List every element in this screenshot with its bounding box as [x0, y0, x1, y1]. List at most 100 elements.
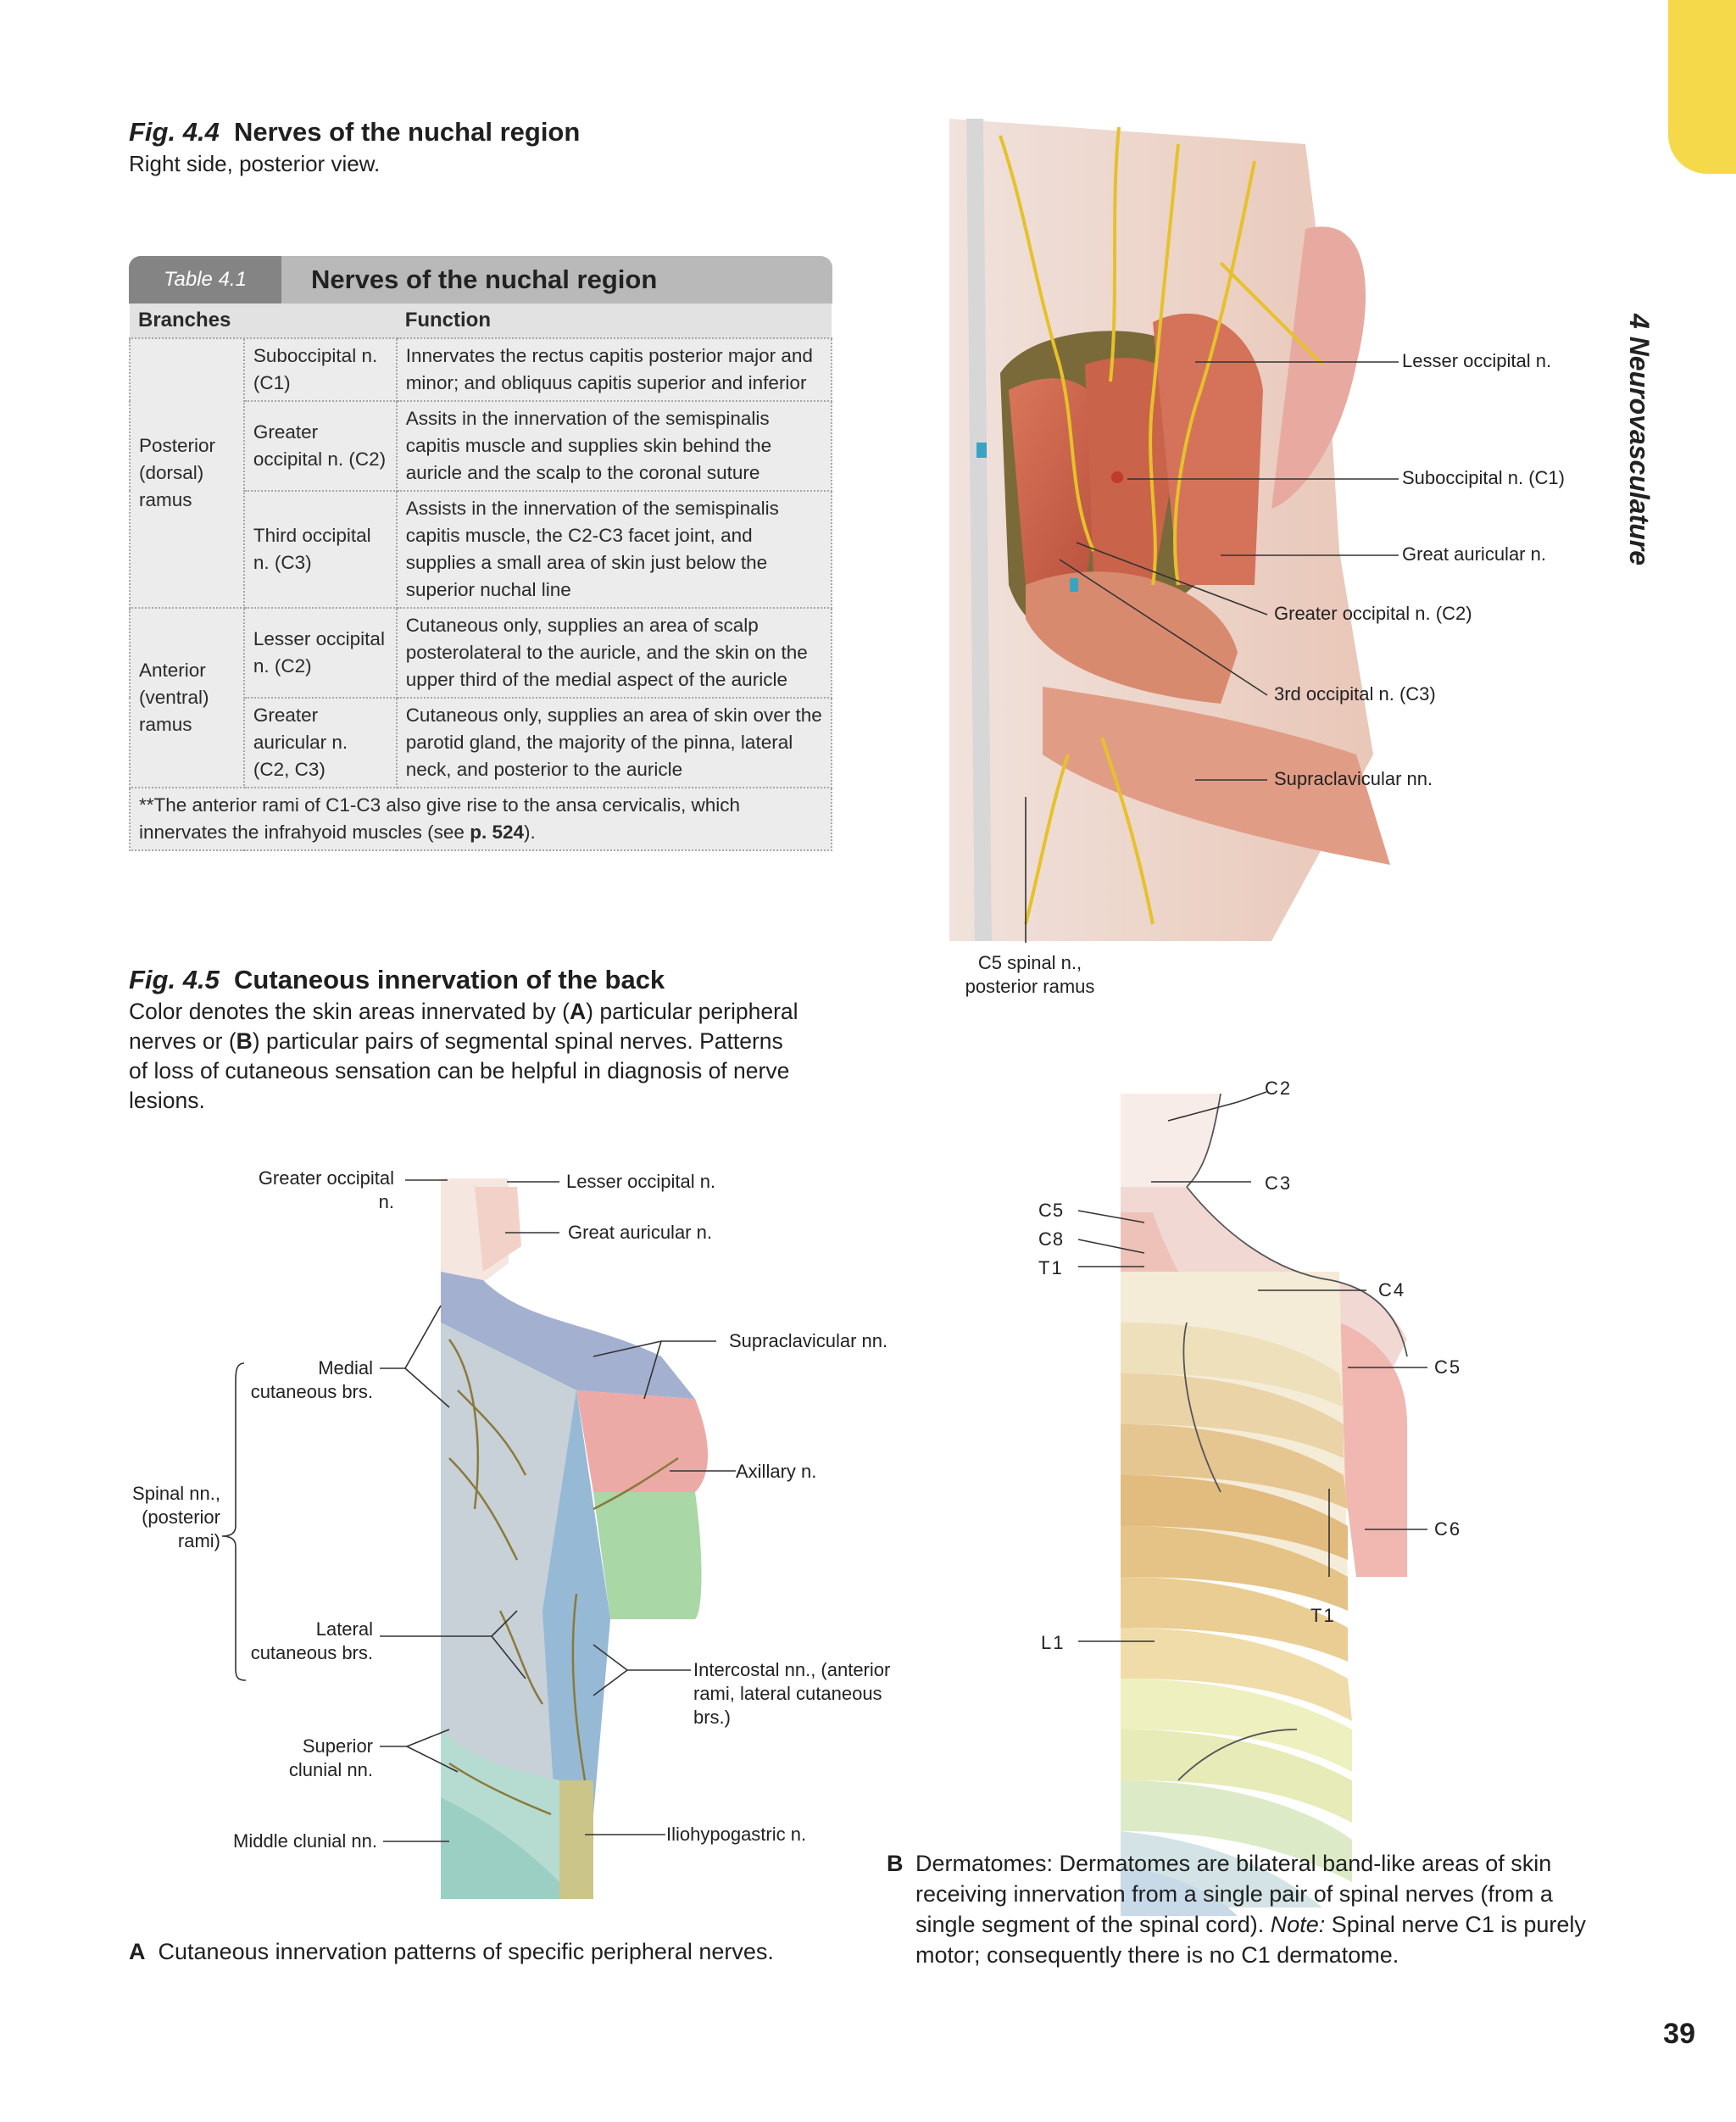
caption-b-text: Dermatomes: Dermatomes are bilateral ban… — [915, 1851, 1586, 1968]
b-label-c4: C4 — [1378, 1279, 1406, 1300]
function-cell: Assits in the innervation of the semispi… — [395, 400, 833, 492]
table-row: Anterior (ventral) ramus Lesser occipita… — [129, 607, 833, 788]
caption-a: A Cutaneous innervation patterns of spec… — [129, 1936, 892, 1967]
caption-a-text: Cutaneous innervation patterns of specif… — [158, 1939, 774, 1964]
table-header-row: Branches Function — [130, 304, 832, 339]
b-label-l1: L1 — [1041, 1632, 1066, 1653]
branch-cell: Greater occipital n. (C2) — [242, 400, 398, 492]
trapezius-upper — [1026, 571, 1238, 704]
function-cell: Cutaneous only, supplies an area of skin… — [395, 697, 833, 788]
region-arm — [593, 1492, 702, 1619]
a-label-lateral-cutaneous: Lateral cutaneous brs. — [250, 1618, 373, 1663]
a-label-superior-clunial: Superior clunial nn. — [288, 1735, 373, 1780]
panel-b-outline — [1177, 1093, 1408, 1781]
label-supraclavicular: Supraclavicular nn. — [1274, 768, 1433, 789]
b-label-c2: C2 — [1265, 1078, 1293, 1099]
dermatome-c5-c8 — [1121, 1212, 1178, 1272]
fig-4-5-number: Fig. 4.5 — [129, 965, 220, 994]
branch-cell: Greater auricular n. (C2, C3) — [242, 697, 398, 788]
a-label-medial-cutaneous: Medial cutaneous brs. — [250, 1357, 373, 1402]
group-anterior: Anterior (ventral) ramus — [129, 607, 245, 788]
a-label-intercostal: Intercostal nn., (anterior rami, lateral… — [693, 1659, 891, 1728]
dermatome-bands — [1121, 1323, 1352, 1916]
caption-b-letter: B — [887, 1851, 904, 1876]
splenius-muscle — [1153, 313, 1263, 585]
a-label-middle-clunial: Middle clunial nn. — [233, 1830, 377, 1852]
table-4-1: Branches Function Posterior (dorsal) ram… — [129, 304, 833, 851]
table-row: Third occipital n. (C3) Assists in the i… — [130, 490, 833, 609]
vein-marker — [1070, 578, 1078, 592]
a-label-great-auricular: Great auricular n. — [568, 1222, 712, 1243]
a-label-axillary: Axillary n. — [736, 1461, 817, 1482]
auricle — [1271, 226, 1366, 509]
fig-4-4-title: Nerves of the nuchal region — [234, 117, 581, 147]
label-suboccipital: Suboccipital n. (C1) — [1402, 467, 1565, 488]
fig-4-4-heading: Fig. 4.4 Nerves of the nuchal region — [129, 117, 580, 148]
table-4-1-title: Nerves of the nuchal region — [311, 265, 658, 294]
panel-a-nerves — [448, 1339, 679, 1816]
nerve-branches — [999, 126, 1324, 925]
fig-4-4-subtitle: Right side, posterior view. — [129, 151, 381, 176]
fig-4-4-number: Fig. 4.4 — [129, 117, 220, 147]
branch-cell: Suboccipital n. (C1) — [242, 337, 398, 402]
label-great-auricular: Great auricular n. — [1402, 543, 1546, 565]
a-label-iliohypogastric: Iliohypogastric n. — [666, 1824, 807, 1845]
region-intercostal — [542, 1390, 610, 1882]
table-row: Greater auricular n. (C2, C3) Cutaneous … — [130, 697, 833, 788]
page-reference-link[interactable]: p. 524 — [470, 822, 524, 843]
table-4-1-titlebar: Table 4.1 Nerves of the nuchal region — [129, 256, 832, 304]
clavicular-muscle — [1043, 687, 1390, 865]
b-label-t1-right: T1 — [1310, 1605, 1336, 1626]
dermatome-c5-c6-arm — [1339, 1323, 1407, 1577]
table-row: Greater occipital n. (C2) Assits in the … — [130, 400, 833, 492]
region-axillary — [576, 1390, 708, 1492]
b-label-c5-left: C5 — [1038, 1200, 1065, 1221]
b-label-t1-left: T1 — [1038, 1257, 1064, 1278]
table-footnote-row: **The anterior rami of C1-C3 also give r… — [129, 787, 832, 851]
vein-marker — [976, 443, 987, 458]
artery-marker — [1111, 471, 1123, 483]
region-iliohypogastric — [559, 1780, 593, 1899]
semispinalis-muscle — [1009, 378, 1110, 585]
function-cell: Innervates the rectus capitis posterior … — [395, 337, 833, 402]
obliquus-muscle — [1085, 358, 1187, 585]
fig-4-5-subtitle: Color denotes the skin areas innervated … — [129, 999, 798, 1113]
branch-cell: Lesser occipital n. (C2) — [242, 607, 398, 699]
table-footnote: **The anterior rami of C1-C3 also give r… — [129, 787, 832, 851]
label-third-occipital: 3rd occipital n. (C3) — [1274, 683, 1436, 705]
label-lesser-occipital: Lesser occipital n. — [1402, 350, 1552, 371]
col-function: Function — [396, 304, 832, 339]
chapter-tab — [1668, 0, 1736, 174]
page-number: 39 — [1663, 2018, 1695, 2050]
a-label-supraclavicular: Supraclavicular nn. — [729, 1330, 888, 1351]
region-supraclavicular — [441, 1272, 695, 1399]
dermatome-c2 — [1121, 1094, 1221, 1187]
b-label-c6: C6 — [1434, 1518, 1462, 1540]
b-label-c3: C3 — [1265, 1172, 1293, 1194]
b-label-c5-right: C5 — [1434, 1356, 1462, 1378]
label-c5-spinal: C5 spinal n., posterior ramus — [965, 952, 1095, 997]
function-cell: Cutaneous only, supplies an area of scal… — [395, 607, 833, 699]
table-4-1-tag: Table 4.1 — [129, 256, 281, 304]
fig-4-5-title: Cutaneous innervation of the back — [234, 965, 665, 994]
col-branches: Branches — [130, 304, 397, 339]
caption-b: B Dermatomes: Dermatomes are bilateral b… — [887, 1848, 1599, 1970]
function-cell: Assists in the innervation of the semisp… — [395, 490, 833, 609]
branch-cell: Third occipital n. (C3) — [242, 490, 398, 609]
b-label-c8: C8 — [1038, 1228, 1065, 1250]
region-middle-clunial — [441, 1797, 559, 1899]
caption-a-letter: A — [129, 1939, 146, 1964]
a-label-spinal-nn: Spinal nn., (posterior rami) — [132, 1483, 220, 1551]
label-greater-occipital: Greater occipital n. (C2) — [1274, 603, 1472, 624]
region-lesser-occipital — [475, 1187, 521, 1272]
fig-4-5-heading: Fig. 4.5 Cutaneous innervation of the ba… — [129, 965, 665, 995]
table-row: Posterior (dorsal) ramus Suboccipital n.… — [129, 337, 833, 609]
a-label-greater-occipital: Greater occipital n. — [258, 1167, 394, 1212]
group-posterior: Posterior (dorsal) ramus — [129, 337, 245, 609]
midline — [966, 119, 992, 941]
a-label-lesser-occipital: Lesser occipital n. — [566, 1171, 716, 1192]
nuchal-region-illustration — [949, 119, 1390, 941]
